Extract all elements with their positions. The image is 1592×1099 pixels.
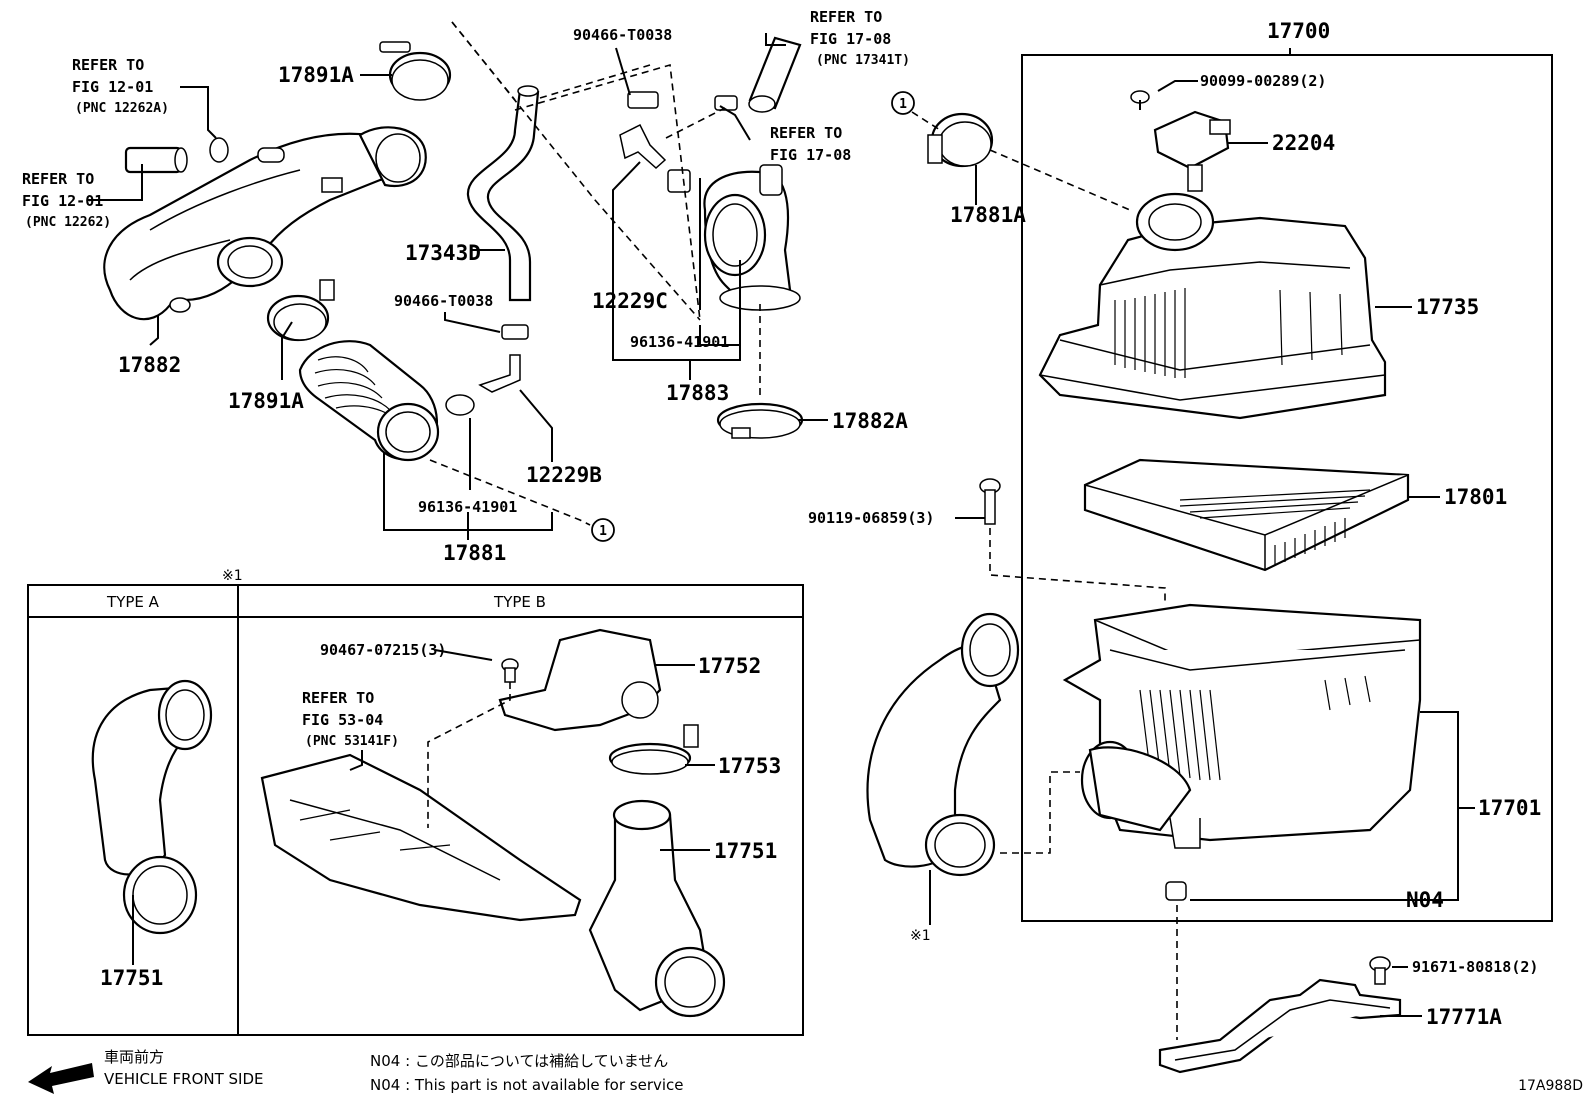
part-12229B: 12229B xyxy=(526,463,602,487)
part-90467-07215: 90467-07215(3) xyxy=(320,641,446,659)
type-b-header: TYPE B xyxy=(493,593,546,611)
part-90119-06859: 90119-06859(3) xyxy=(808,509,934,527)
vehicle-front-arrow-icon xyxy=(28,1063,94,1094)
hose-17343D-drawing xyxy=(466,85,540,302)
clamp-96136-left-drawing xyxy=(445,394,475,416)
part-17881A: 17881A xyxy=(950,203,1026,227)
part-12229C: 12229C xyxy=(592,289,668,313)
refer-d-line1: REFER TO xyxy=(770,124,842,142)
part-17771A: 17771A xyxy=(1426,1005,1502,1029)
n04-note-en: N04 : This part is not available for ser… xyxy=(370,1076,684,1094)
part-22204: 22204 xyxy=(1272,131,1335,155)
undercover-53141F-drawing xyxy=(260,753,582,922)
duct-17751-main-drawing xyxy=(866,612,1020,877)
refer-b-line1: REFER TO xyxy=(22,170,94,188)
refer-a-line3: (PNC 12262A) xyxy=(75,101,169,116)
bolt-91671-drawing xyxy=(1369,956,1391,985)
refer-a-line2: FIG 12-01 xyxy=(72,78,153,96)
note-mark-table: ※1 xyxy=(222,568,243,584)
refer-fig-17-08-a: REFER TO FIG 17-08 (PNC 17341T) xyxy=(810,8,910,68)
type-table xyxy=(27,584,804,1036)
note-mark-duct: ※1 xyxy=(910,928,931,944)
clamp-17881A-drawing xyxy=(927,112,994,168)
part-17881: 17881 xyxy=(443,541,506,565)
circle-marker-1-top: 1 xyxy=(891,91,915,115)
part-17751-typeB: 17751 xyxy=(714,839,777,863)
part-17883: 17883 xyxy=(666,381,729,405)
part-17701: 17701 xyxy=(1478,796,1541,820)
assembly-17700-frame xyxy=(1021,54,1553,922)
duct-17751-typeB-drawing xyxy=(588,799,726,1018)
part-17882: 17882 xyxy=(118,353,181,377)
part-96136-41901-top: 96136-41901 xyxy=(630,333,729,351)
direction-jp: 車両前方 xyxy=(104,1048,164,1066)
circle-marker-1-top-label: 1 xyxy=(899,97,907,112)
bracket-17771A-drawing xyxy=(1158,978,1402,1074)
leader-lines xyxy=(88,33,1475,1017)
refer-c-line2: FIG 17-08 xyxy=(810,30,891,48)
clip-90466-top-drawing xyxy=(627,91,659,109)
case-17701-drawing xyxy=(1062,603,1422,849)
n04-note-jp: N04 : この部品については補給していません xyxy=(370,1052,668,1070)
part-17343D: 17343D xyxy=(405,241,481,265)
refer-fig-12-01-b: REFER TO FIG 12-01 (PNC 12262) xyxy=(22,170,111,230)
cover-17735-drawing xyxy=(1038,192,1387,420)
sensor-22204-drawing xyxy=(1153,110,1231,192)
clip-90466-mid-drawing xyxy=(501,324,529,340)
part-17700: 17700 xyxy=(1267,19,1330,43)
pipe-ref-17341T-drawing xyxy=(714,36,802,113)
clamp-17891A-bottom-drawing xyxy=(266,279,335,342)
clamp-17882A-drawing xyxy=(716,402,804,439)
part-90466-T0038-mid: 90466-T0038 xyxy=(394,292,493,310)
bracket-17752-drawing xyxy=(498,628,662,732)
part-90466-T0038-top: 90466-T0038 xyxy=(573,26,672,44)
part-17882A: 17882A xyxy=(832,409,908,433)
refer-e-line3: (PNC 53141F) xyxy=(305,734,399,749)
refer-d-line2: FIG 17-08 xyxy=(770,146,851,164)
refer-fig-53-04: REFER TO FIG 53-04 (PNC 53141F) xyxy=(302,689,399,749)
grommet-N04-drawing xyxy=(1165,881,1187,901)
type-a-header: TYPE A xyxy=(106,593,160,611)
part-17735: 17735 xyxy=(1416,295,1479,319)
part-17891A-bottom: 17891A xyxy=(228,389,304,413)
clamp-17753-drawing xyxy=(608,724,699,775)
bolt-90099-drawing xyxy=(1130,90,1150,110)
part-N04: N04 xyxy=(1406,888,1444,912)
part-96136-41901-bottom: 96136-41901 xyxy=(418,498,517,516)
duct-17751-typeA-drawing xyxy=(91,679,213,935)
direction-en: VEHICLE FRONT SIDE xyxy=(104,1070,264,1088)
part-91671-80818: 91671-80818(2) xyxy=(1412,958,1538,976)
refer-c-line3: (PNC 17341T) xyxy=(816,53,910,68)
bellows-hose-17881-drawing xyxy=(298,340,440,462)
bolt-90467-drawing xyxy=(501,658,519,683)
refer-e-line2: FIG 53-04 xyxy=(302,711,383,729)
refer-e-line1: REFER TO xyxy=(302,689,374,707)
part-17753: 17753 xyxy=(718,754,781,778)
clamp-17891A-top-drawing xyxy=(379,41,452,101)
bolt-90119-drawing xyxy=(979,478,1001,525)
air-duct-17882-drawing xyxy=(103,126,427,321)
refer-fig-17-08-b: REFER TO FIG 17-08 xyxy=(770,124,851,164)
duct-17883-drawing xyxy=(667,164,801,311)
pipe-ref-12262-drawing xyxy=(124,137,229,174)
dashed-lines xyxy=(427,21,1178,1040)
part-17891A-top: 17891A xyxy=(278,63,354,87)
refer-fig-12-01-a: REFER TO FIG 12-01 (PNC 12262A) xyxy=(72,56,169,116)
diagram-id: 17A988D xyxy=(1518,1078,1583,1094)
part-17801: 17801 xyxy=(1444,485,1507,509)
refer-c-line1: REFER TO xyxy=(810,8,882,26)
part-17751-typeA: 17751 xyxy=(100,966,163,990)
pipe-12229B-drawing xyxy=(478,354,521,393)
part-17752: 17752 xyxy=(698,654,761,678)
filter-17801-drawing xyxy=(1083,458,1410,572)
refer-b-line2: FIG 12-01 xyxy=(22,192,103,210)
part-90099-00289: 90099-00289(2) xyxy=(1200,72,1326,90)
circle-marker-1-bottom: 1 xyxy=(591,518,615,542)
circle-marker-1-bottom-label: 1 xyxy=(599,524,607,539)
refer-b-line3: (PNC 12262) xyxy=(25,215,111,230)
pipe-12229C-drawing xyxy=(619,123,667,170)
refer-a-line1: REFER TO xyxy=(72,56,144,74)
